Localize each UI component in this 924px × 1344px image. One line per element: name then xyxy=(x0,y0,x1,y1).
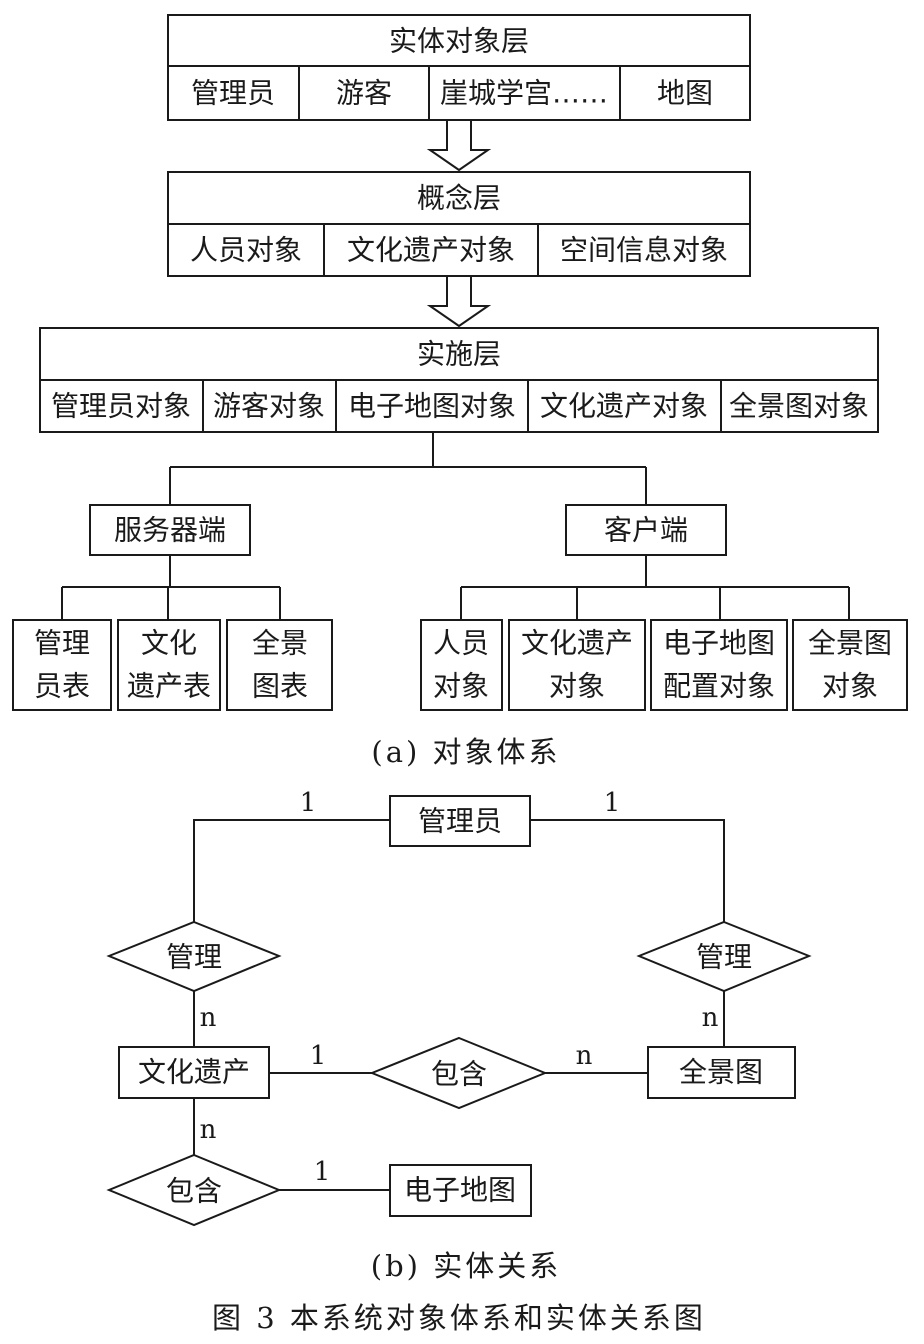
caption-a: (a) 对象体系 xyxy=(371,735,560,769)
client-child-heritage-line2: 对象 xyxy=(549,670,605,703)
client-child-box xyxy=(420,619,503,711)
entity-item-visitor: 游客 xyxy=(336,77,392,110)
entity-layer-cell xyxy=(167,65,300,121)
er-line-admin-manage-left xyxy=(193,819,390,922)
client-child-box xyxy=(650,619,788,711)
entity-map-box xyxy=(389,1164,532,1217)
entity-item-map: 地图 xyxy=(657,77,713,110)
client-child-panorama-line1: 全景图 xyxy=(808,627,892,660)
client-title: 客户端 xyxy=(604,514,688,547)
entity-item-yacheng: 崖城学宫…… xyxy=(440,77,608,110)
card-contain-panorama: n xyxy=(576,1041,593,1071)
server-child-box xyxy=(12,619,112,711)
relation-contain-middle: 包含 xyxy=(431,1058,487,1091)
impl-layer-cell xyxy=(202,379,337,433)
impl-item-admin: 管理员对象 xyxy=(51,390,191,423)
down-arrow-icon xyxy=(426,275,492,328)
server-child-admin-line1: 管理 xyxy=(34,627,90,660)
impl-item-visitor: 游客对象 xyxy=(213,390,325,423)
client-child-mapconfig-line1: 电子地图 xyxy=(663,627,775,660)
entity-item-admin: 管理员 xyxy=(191,77,275,110)
impl-layer-title: 实施层 xyxy=(417,338,501,371)
card-heritage-contain: 1 xyxy=(310,1041,327,1071)
entity-layer-cell xyxy=(298,65,430,121)
relation-manage-left-diamond xyxy=(106,920,282,993)
relation-contain-middle-diamond xyxy=(369,1036,548,1110)
server-child-panorama-line2: 图表 xyxy=(252,670,308,703)
relation-contain-bottom: 包含 xyxy=(166,1175,222,1208)
server-child-admin-line2: 员表 xyxy=(34,670,90,703)
impl-item-map: 电子地图对象 xyxy=(348,390,516,423)
er-line-admin-manage-right xyxy=(530,819,725,922)
card-admin-right: 1 xyxy=(604,788,621,818)
impl-item-panorama: 全景图对象 xyxy=(729,390,869,423)
concept-layer-title-box xyxy=(167,171,751,225)
impl-item-heritage: 文化遗产对象 xyxy=(540,390,708,423)
concept-item-spatial: 空间信息对象 xyxy=(560,234,728,267)
card-contain-bottom-map: 1 xyxy=(314,1157,331,1187)
server-child-heritage-line2: 遗产表 xyxy=(127,670,211,703)
relation-manage-right-diamond xyxy=(636,920,812,993)
concept-layer-cell xyxy=(537,223,751,277)
entity-map: 电子地图 xyxy=(404,1174,516,1207)
entity-panorama-box xyxy=(647,1046,796,1099)
entity-layer-cell xyxy=(619,65,751,121)
client-child-mapconfig-line2: 配置对象 xyxy=(663,670,775,703)
concept-layer-title: 概念层 xyxy=(417,182,501,215)
concept-layer-cell xyxy=(323,223,539,277)
concept-layer-cell xyxy=(167,223,325,277)
server-child-box xyxy=(117,619,221,711)
card-admin-left: 1 xyxy=(300,788,317,818)
entity-panorama: 全景图 xyxy=(679,1056,763,1089)
client-child-person-line1: 人员 xyxy=(433,627,489,660)
server-tree-connector xyxy=(61,555,281,620)
server-title: 服务器端 xyxy=(114,514,226,547)
server-child-panorama-line1: 全景 xyxy=(252,627,308,660)
client-child-person-line2: 对象 xyxy=(433,670,489,703)
entity-admin: 管理员 xyxy=(418,805,502,838)
card-heritage-contain-bottom: n xyxy=(200,1115,217,1145)
client-child-heritage-line1: 文化遗产 xyxy=(521,627,633,660)
concept-item-heritage: 文化遗产对象 xyxy=(347,234,515,267)
card-manage-left-heritage: n xyxy=(200,1003,217,1033)
client-box xyxy=(565,504,727,556)
impl-tree-connector xyxy=(169,432,647,505)
relation-manage-right: 管理 xyxy=(696,941,752,974)
entity-layer-title: 实体对象层 xyxy=(389,25,529,58)
caption-b: (b) 实体关系 xyxy=(371,1249,561,1283)
entity-heritage-box xyxy=(118,1046,270,1099)
server-child-box xyxy=(226,619,333,711)
client-child-box xyxy=(792,619,908,711)
server-box xyxy=(89,504,251,556)
figure-caption: 图 3 本系统对象体系和实体关系图 xyxy=(212,1301,706,1335)
server-child-heritage-line1: 文化 xyxy=(141,627,197,660)
entity-heritage: 文化遗产 xyxy=(138,1056,250,1089)
impl-layer-title-box xyxy=(39,327,879,381)
entity-admin-box xyxy=(389,795,531,847)
client-child-box xyxy=(508,619,646,711)
entity-layer-title-box xyxy=(167,14,751,67)
impl-layer-cell xyxy=(720,379,879,433)
relation-contain-bottom-diamond xyxy=(106,1153,282,1227)
down-arrow-icon xyxy=(426,119,492,172)
impl-layer-cell xyxy=(527,379,722,433)
client-child-panorama-line2: 对象 xyxy=(822,670,878,703)
relation-manage-left: 管理 xyxy=(166,941,222,974)
card-manage-right-panorama: n xyxy=(702,1003,719,1033)
client-tree-connector xyxy=(460,555,850,620)
concept-item-person: 人员对象 xyxy=(190,234,302,267)
